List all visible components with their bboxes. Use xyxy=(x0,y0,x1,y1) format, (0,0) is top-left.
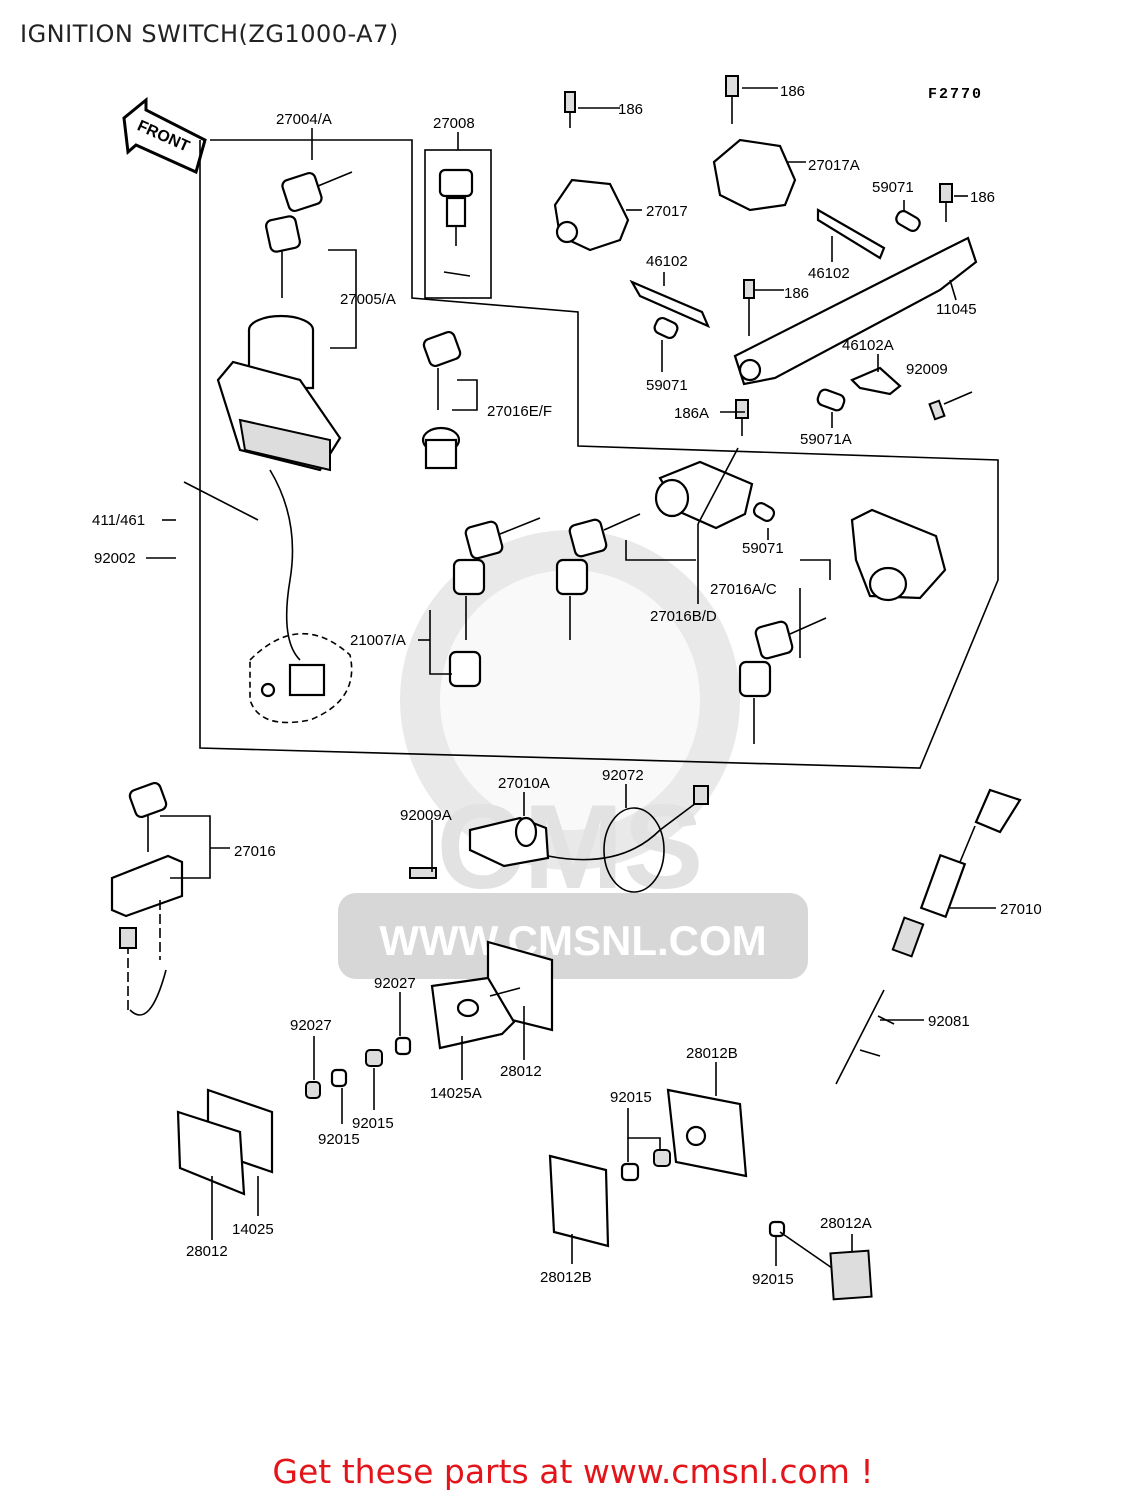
label-27016bd: 27016B/D xyxy=(650,608,717,625)
lock-brackets xyxy=(553,75,953,260)
label-27010: 27010 xyxy=(1000,901,1042,918)
label-59071-a: 59071 xyxy=(872,179,914,196)
label-411-461: 411/461 xyxy=(92,512,145,529)
label-59071-b: 59071 xyxy=(646,377,688,394)
label-92009A: 92009A xyxy=(400,807,452,824)
label-92027-a: 92027 xyxy=(374,975,416,992)
label-92009: 92009 xyxy=(906,361,948,378)
label-28012A: 28012A xyxy=(820,1215,872,1232)
label-27005: 27005/A xyxy=(340,291,396,308)
buy-parts-link[interactable]: Get these parts at www.cmsnl.com ! xyxy=(272,1452,874,1491)
label-27004: 27004/A xyxy=(276,111,332,128)
label-186-a: 186 xyxy=(618,101,643,118)
leader-lines xyxy=(146,87,996,1269)
label-92081: 92081 xyxy=(928,1013,970,1030)
label-59071A: 59071A xyxy=(800,431,852,448)
clips xyxy=(629,279,946,522)
label-28012B-1: 28012B xyxy=(686,1045,738,1062)
label-186-b: 186 xyxy=(780,83,805,100)
label-21007: 21007/A xyxy=(350,632,406,649)
label-186A: 186A xyxy=(674,405,709,422)
label-186-c: 186 xyxy=(970,189,995,206)
key-sets xyxy=(448,513,827,744)
label-28012B-2: 28012B xyxy=(540,1269,592,1286)
label-28012-b: 28012 xyxy=(186,1243,228,1260)
label-27016: 27016 xyxy=(234,843,276,860)
seat-lock xyxy=(654,460,754,530)
label-11045: 11045 xyxy=(936,301,977,318)
helmet-hook-lock xyxy=(110,781,184,1016)
label-28012-a: 28012 xyxy=(500,1063,542,1080)
label-27017: 27017 xyxy=(646,203,688,220)
helmet-lock-key xyxy=(421,330,462,470)
label-92015-d: 92015 xyxy=(752,1271,794,1288)
label-14025: 14025 xyxy=(232,1221,274,1238)
front-arrow-icon: FRONT xyxy=(122,96,207,175)
ignition-key-set xyxy=(265,171,353,298)
watermark-url: WWW.CMSNL.COM xyxy=(379,917,766,964)
figure-code: F2770 xyxy=(928,86,983,103)
label-46102-a: 46102 xyxy=(646,253,688,270)
key-tag xyxy=(438,168,474,277)
label-92015-a: 92015 xyxy=(352,1115,394,1132)
page-title: IGNITION SWITCH(ZG1000-A7) xyxy=(20,20,399,48)
label-92015-b: 92015 xyxy=(318,1131,360,1148)
reflectors xyxy=(176,940,873,1301)
label-27008: 27008 xyxy=(433,115,475,132)
rear-stop-switch xyxy=(835,788,1022,1085)
part-labels: 27004/A 27008 27005/A 27016E/F 411/461 9… xyxy=(92,83,1042,1288)
side-cover-lock xyxy=(850,508,947,602)
watermark: CMS WWW.CMSNL.COM xyxy=(338,530,808,979)
label-46102-b: 46102 xyxy=(808,265,850,282)
lock-arm xyxy=(733,236,978,386)
label-92002: 92002 xyxy=(94,550,136,567)
label-27010A: 27010A xyxy=(498,775,550,792)
stop-switch xyxy=(409,785,709,893)
label-59071-c: 59071 xyxy=(742,540,784,557)
label-27016ac: 27016A/C xyxy=(710,581,777,598)
label-27016ef: 27016E/F xyxy=(487,403,552,420)
label-27017A: 27017A xyxy=(808,157,860,174)
label-92027-b: 92027 xyxy=(290,1017,332,1034)
label-14025A: 14025A xyxy=(430,1085,482,1102)
label-186-d: 186 xyxy=(784,285,809,302)
label-92072: 92072 xyxy=(602,767,644,784)
label-92015-c: 92015 xyxy=(610,1089,652,1106)
label-46102A: 46102A xyxy=(842,337,894,354)
ignition-switch xyxy=(216,314,353,724)
